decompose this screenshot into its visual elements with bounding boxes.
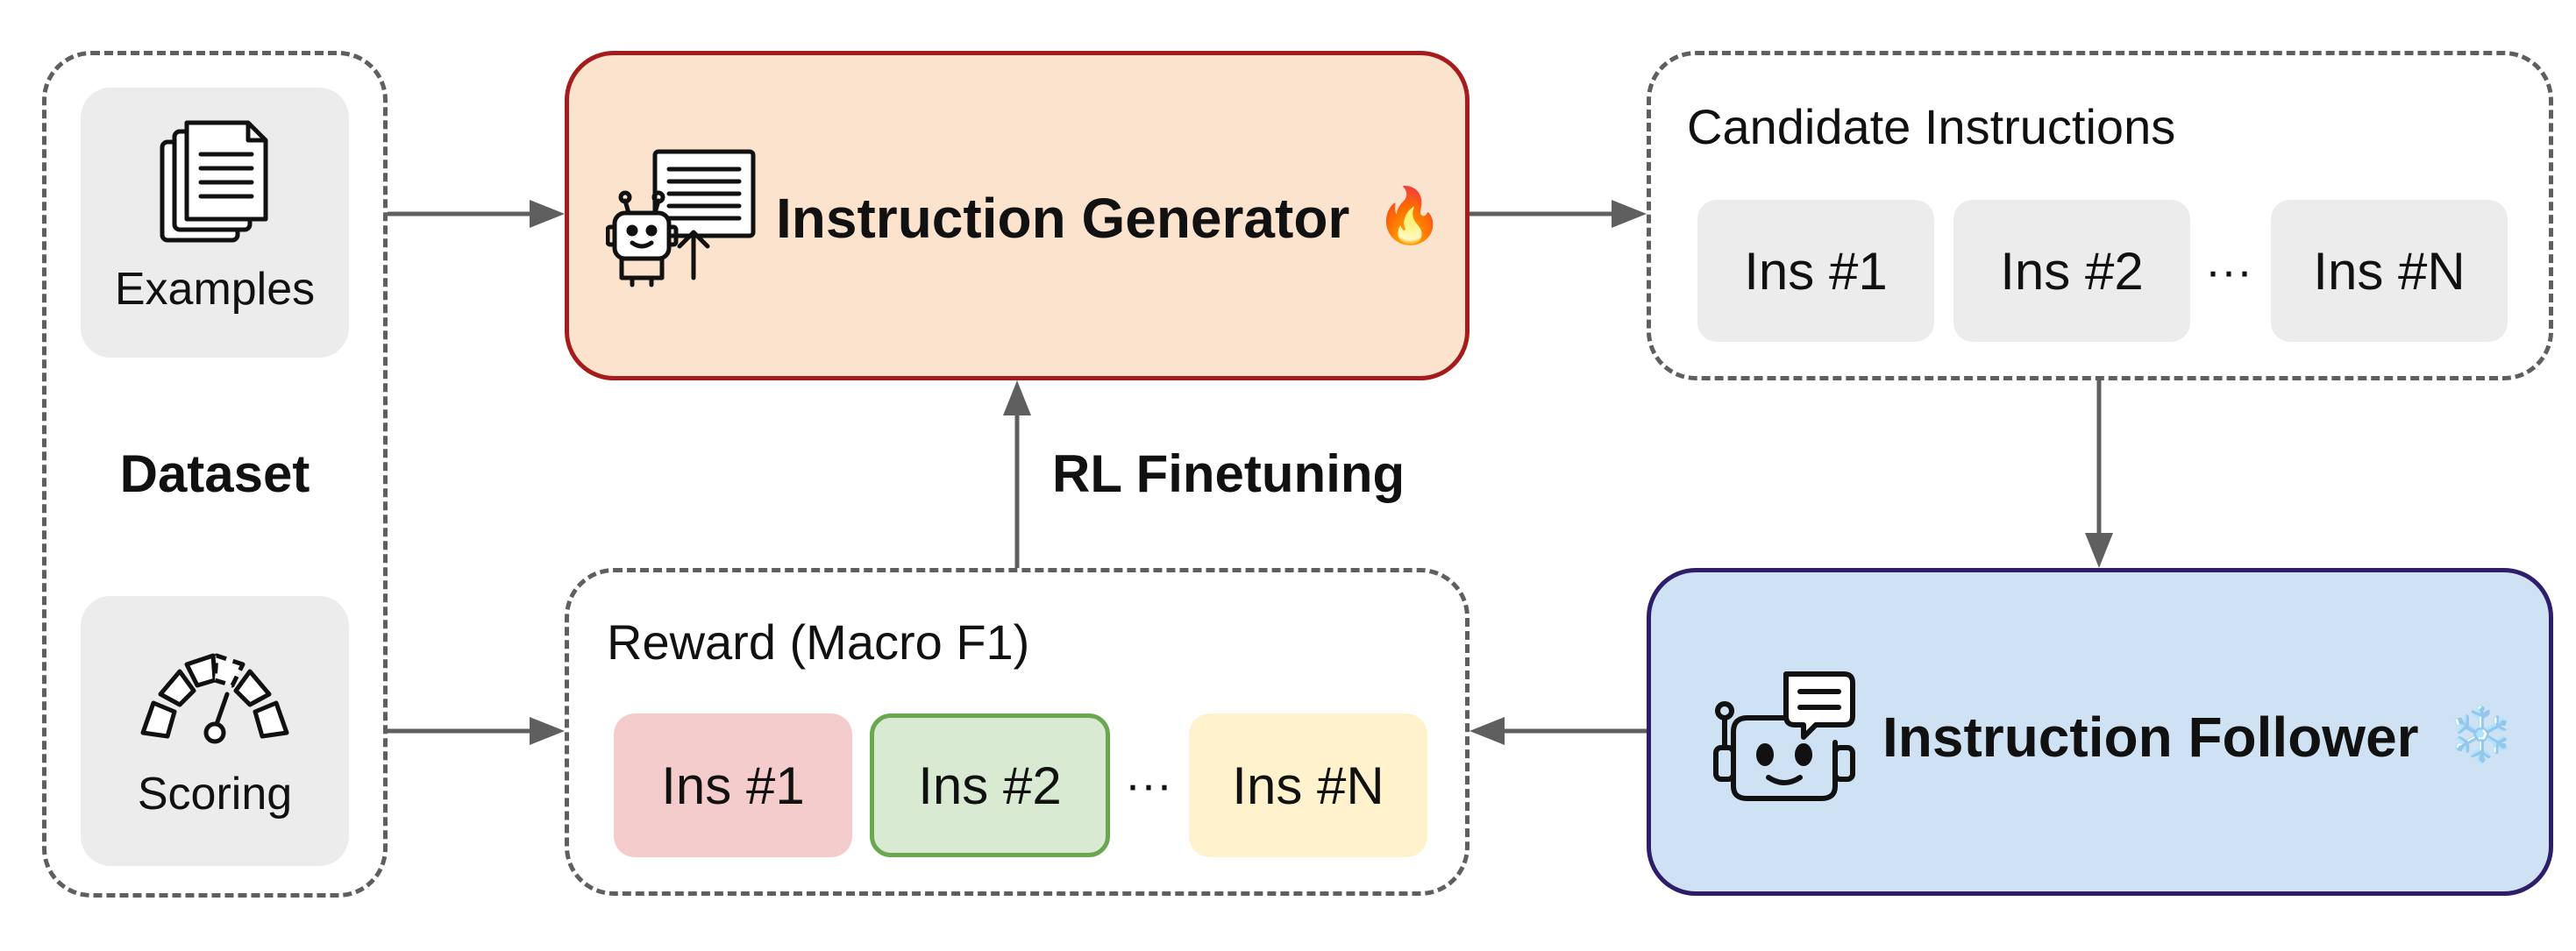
reward-panel — [565, 568, 1469, 896]
snowflake-icon: ❄️ — [2447, 705, 2516, 765]
examples-label: Examples — [114, 264, 316, 315]
dataset-panel — [42, 51, 388, 898]
reward-item: Ins #2 — [870, 713, 1110, 857]
candidate-item: Ins #1 — [1697, 200, 1934, 342]
fire-icon: 🔥 — [1376, 186, 1444, 246]
robot-presenting-icon — [606, 149, 756, 287]
candidate-item: Ins #N — [2271, 200, 2508, 342]
gauge-icon — [140, 653, 289, 744]
dataset-title: Dataset — [119, 444, 310, 503]
instruction-follower-title: Instruction Follower — [1882, 706, 2419, 769]
instruction-follower-box: Instruction Follower ❄️ — [1647, 568, 2553, 896]
candidate-instructions-title: Candidate Instructions — [1687, 99, 2176, 154]
scoring-label: Scoring — [137, 769, 293, 820]
reward-item: Ins #N — [1189, 713, 1427, 857]
examples-tile: Examples — [81, 88, 349, 358]
rl-finetuning-label: RL Finetuning — [1052, 444, 1405, 503]
candidate-item: Ins #2 — [1953, 200, 2190, 342]
candidate-ellipsis: ··· — [2205, 245, 2252, 297]
instruction-generator-title: Instruction Generator — [776, 187, 1350, 250]
document-stack-icon — [160, 120, 268, 243]
candidate-instructions-panel — [1647, 51, 2553, 380]
reward-ellipsis: ··· — [1125, 758, 1172, 811]
scoring-tile: Scoring — [81, 596, 349, 866]
robot-chat-icon — [1713, 671, 1855, 801]
reward-title: Reward (Macro F1) — [607, 614, 1030, 670]
instruction-generator-box: Instruction Generator 🔥 — [565, 51, 1469, 380]
reward-item: Ins #1 — [614, 713, 852, 857]
